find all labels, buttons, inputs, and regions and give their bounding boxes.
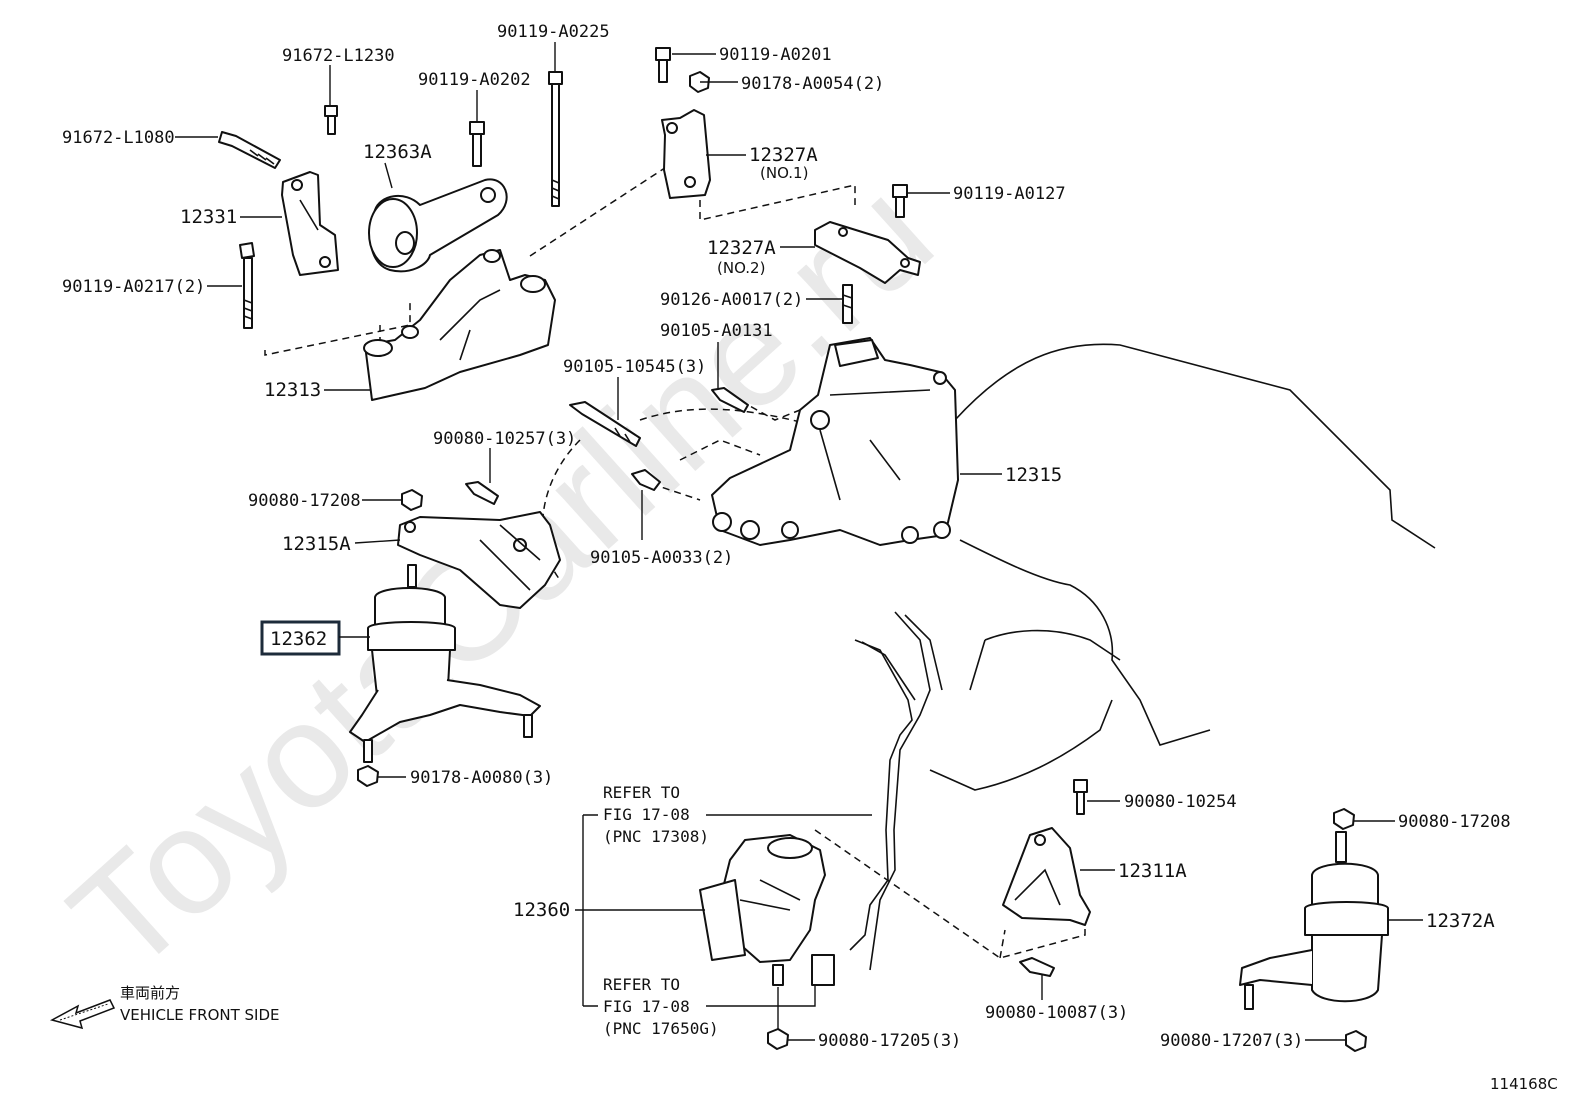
bolt-91672-L1080 (218, 131, 281, 169)
refer-top-line3: (PNC 17308) (603, 827, 709, 846)
label-90080-10087: 90080-10087(3) (985, 1003, 1128, 1023)
refer-top-line2: FIG 17-08 (603, 805, 690, 824)
nut-90080-17205 (767, 1028, 789, 1050)
label-12360: 12360 (513, 899, 570, 921)
bolt-91672-L1230 (324, 105, 338, 135)
label-12327A-no2: 12327A (707, 237, 776, 259)
label-90119-A0201: 90119-A0201 (719, 45, 832, 65)
front-arrow-icon (49, 999, 116, 1030)
torque-rod-12363A (368, 178, 508, 273)
label-12331: 12331 (180, 206, 237, 228)
label-90119-A0202: 90119-A0202 (418, 70, 531, 90)
label-12327A-no1: 12327A (749, 144, 818, 166)
label-12315: 12315 (1005, 464, 1062, 486)
bolt-90080-10257 (465, 481, 499, 505)
label-90105-10545: 90105-10545(3) (563, 357, 706, 377)
label-90080-10254: 90080-10254 (1124, 792, 1237, 812)
label-12363A: 12363A (363, 141, 432, 163)
engine-mount-12372A (1239, 831, 1389, 1010)
label-90080-10257: 90080-10257(3) (433, 429, 576, 449)
vacuum-hoses (849, 611, 943, 971)
label-90105-A0033: 90105-A0033(2) (590, 548, 733, 568)
bolt-90119-A0202 (469, 121, 485, 167)
nut-90178-A0054 (689, 71, 710, 93)
label-91672-L1230: 91672-L1230 (282, 46, 395, 66)
refer-bottom-line3: (PNC 17650G) (603, 1019, 719, 1038)
figure-code: 114168C (1490, 1075, 1558, 1093)
label-90126-A0017: 90126-A0017(2) (660, 290, 803, 310)
refer-top-line1: REFER TO (603, 783, 680, 802)
refer-bottom-line1: REFER TO (603, 975, 680, 994)
bolt-90119-A0217 (239, 242, 255, 329)
label-12315A: 12315A (282, 533, 351, 555)
label-90080-17208a: 90080-17208 (248, 491, 361, 511)
label-90080-17208b: 90080-17208 (1398, 812, 1511, 832)
engine-mount-12362 (349, 564, 541, 763)
label-90105-A0131: 90105-A0131 (660, 321, 773, 341)
bolt-90105-10545 (569, 401, 641, 447)
bracket-12311A (1002, 827, 1091, 926)
leader-lines (175, 42, 1423, 1041)
bracket-12315A (397, 511, 561, 609)
label-90178-A0054: 90178-A0054(2) (741, 74, 884, 94)
bracket-12313 (363, 249, 556, 401)
front-label-en: VEHICLE FRONT SIDE (120, 1006, 280, 1024)
label-91672-L1080: 91672-L1080 (62, 128, 175, 148)
label-12311A: 12311A (1118, 860, 1187, 882)
bolt-90080-10254 (1073, 779, 1088, 815)
front-label-jp: 車両前方 (120, 984, 180, 1002)
bolt-90105-A0033 (631, 469, 661, 491)
bracket-12331 (281, 171, 339, 276)
transaxle-outline (929, 343, 1436, 791)
nut-90080-17208a (401, 489, 423, 511)
bolt-90119-A0225 (548, 71, 563, 207)
nut-90080-17208b (1333, 808, 1355, 830)
nut-90080-17207 (1345, 1030, 1367, 1052)
label-90080-17207: 90080-17207(3) (1160, 1031, 1303, 1051)
nut-90178-A0080 (357, 765, 379, 787)
label-12372A: 12372A (1426, 910, 1495, 932)
label-90119-A0225: 90119-A0225 (497, 22, 610, 42)
label-12327A-no2-sub: (NO.2) (717, 259, 765, 277)
label-12362: 12362 (270, 628, 327, 650)
mount-control-12360 (699, 834, 835, 986)
bracket-12315 (711, 337, 959, 546)
bolt-90105-A0131 (711, 387, 749, 413)
part-labels: 91672-L1230 90119-A0225 90119-A0202 9167… (62, 22, 1511, 1051)
bolt-90119-A0127 (892, 184, 908, 218)
bracket-12327A-no1 (661, 109, 711, 199)
bracket-12327A-no2 (814, 221, 921, 284)
label-90080-17205: 90080-17205(3) (818, 1031, 961, 1051)
bolt-90080-10087 (1019, 957, 1055, 977)
label-90119-A0127: 90119-A0127 (953, 184, 1066, 204)
label-90178-A0080: 90178-A0080(3) (410, 768, 553, 788)
label-12327A-no1-sub: (NO.1) (760, 164, 808, 182)
highlight-box-12362 (260, 620, 341, 656)
bolt-90119-A0201 (655, 47, 671, 83)
refer-bottom-line2: FIG 17-08 (603, 997, 690, 1016)
stud-90126-A0017 (842, 284, 853, 324)
label-90119-A0217: 90119-A0217(2) (62, 277, 205, 297)
label-12313: 12313 (264, 379, 321, 401)
vehicle-front-indicator: 車両前方 VEHICLE FRONT SIDE (49, 984, 280, 1030)
